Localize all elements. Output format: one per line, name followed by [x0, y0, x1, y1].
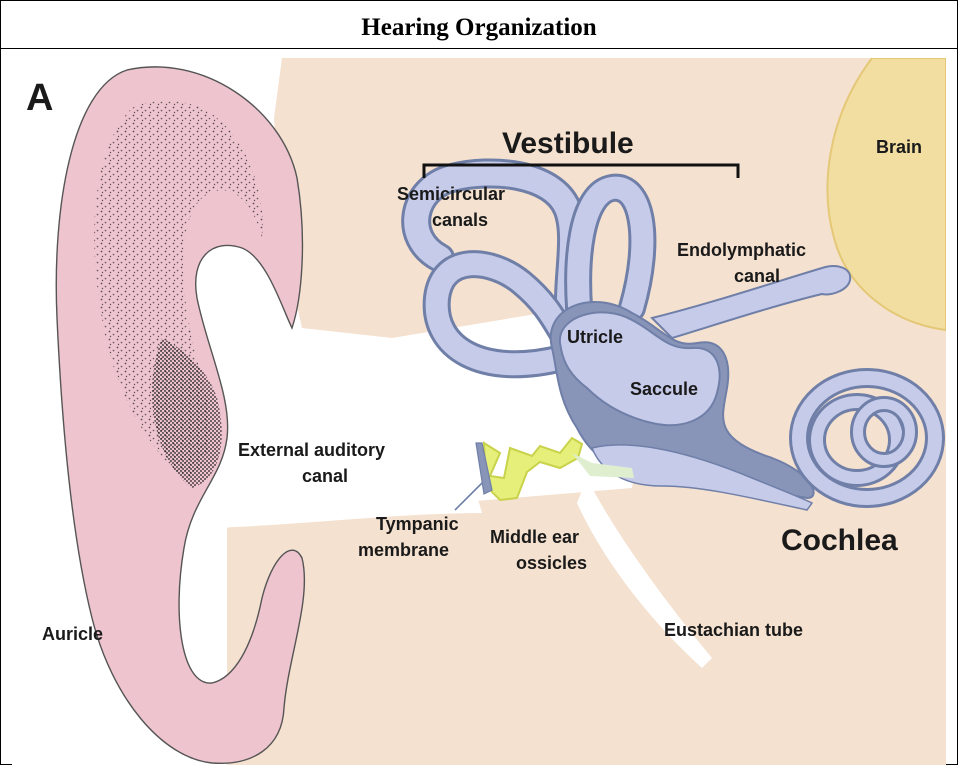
label-brain: Brain: [876, 137, 922, 157]
figure-title: Hearing Organization: [361, 14, 596, 42]
label-cochlea: Cochlea: [781, 524, 898, 557]
label-vestibule: Vestibule: [502, 127, 634, 160]
label-ossicles-2: ossicles: [516, 553, 587, 573]
label-saccule: Saccule: [630, 379, 698, 399]
label-eustachian: Eustachian tube: [664, 620, 803, 640]
label-auricle: Auricle: [42, 624, 103, 644]
label-tympanic-2: membrane: [358, 540, 449, 560]
label-external-2: canal: [302, 466, 348, 486]
label-external-1: External auditory: [238, 440, 385, 460]
label-utricle: Utricle: [567, 327, 623, 347]
label-semicircular-2: canals: [432, 210, 488, 230]
ear-diagram: A Vestibule Brain Semicircular canals En…: [12, 58, 946, 765]
panel-letter: A: [26, 77, 53, 119]
label-semicircular-1: Semicircular: [397, 184, 505, 204]
title-row: Hearing Organization: [1, 1, 957, 49]
label-tympanic-1: Tympanic: [376, 514, 459, 534]
label-endolymphatic-1: Endolymphatic: [677, 240, 806, 260]
label-ossicles-1: Middle ear: [490, 527, 579, 547]
ear-diagram-svg: A Vestibule Brain Semicircular canals En…: [12, 58, 946, 765]
label-endolymphatic-2: canal: [734, 266, 780, 286]
